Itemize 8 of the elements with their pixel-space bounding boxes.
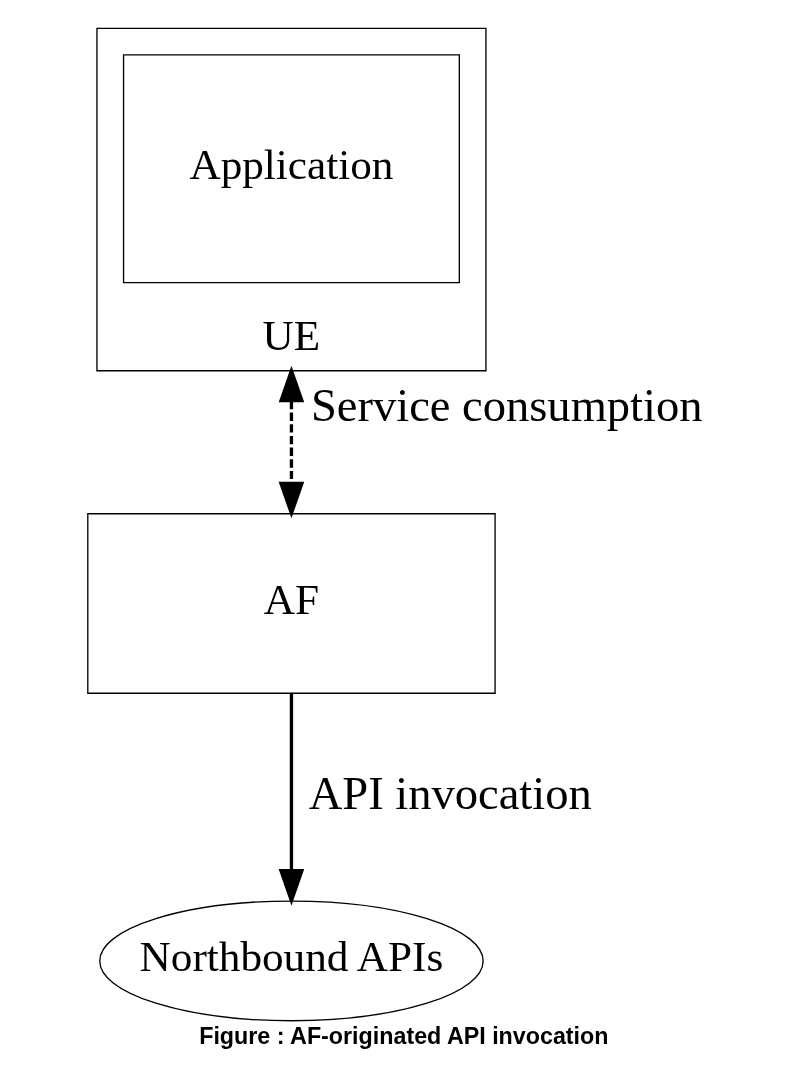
edge-label: Service consumption <box>310 380 703 432</box>
caption: Figure : AF-originated API invocation <box>199 1023 609 1050</box>
arrow <box>278 365 305 519</box>
node-box: Application <box>122 54 460 284</box>
edge-label: API invocation <box>308 767 592 819</box>
arrow <box>278 693 305 906</box>
node-box: AF <box>87 513 496 694</box>
node-ellipse: Northbound APIs <box>99 900 484 1022</box>
